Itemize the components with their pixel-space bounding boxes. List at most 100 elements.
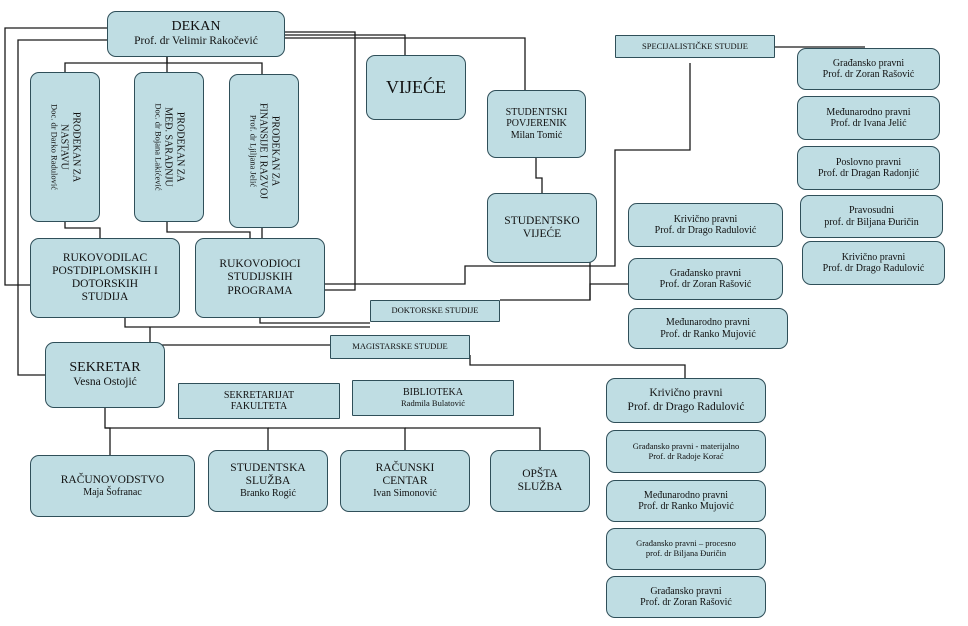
- connector-dekan-vijece: [285, 34, 406, 55]
- mag-item-5: Građansko pravni Prof. dr Zoran Rašović: [606, 576, 766, 618]
- studentska-line1: STUDENTSKA: [230, 462, 306, 475]
- vijece-title: VIJEĆE: [386, 77, 446, 98]
- rukovodilac-line4: STUDIJA: [81, 291, 129, 304]
- racunovodstvo-box: RAČUNOVODSTVO Maja Šofranac: [30, 455, 195, 517]
- sekretarijat-line1: SEKRETARIJAT: [223, 389, 295, 401]
- spec-item-1: Građansko pravni Prof. dr Zoran Rašović: [797, 48, 940, 90]
- dokt-item-3-title: Međunarodno pravni: [665, 317, 751, 328]
- dokt-item-2-name: Prof. dr Zoran Rašović: [659, 279, 752, 290]
- dekan-title: DEKAN: [171, 19, 221, 35]
- dokt-item-3-name: Prof. dr Ranko Mujović: [660, 328, 756, 340]
- spec-item-1-title: Građansko pravni: [832, 57, 905, 69]
- spec-item-5-title: Krivično pravni: [841, 251, 906, 263]
- specijalisticke-studije-label: SPECIJALISTIČKE STUDIJE: [615, 35, 775, 58]
- prodekan-nastava-box: PRODEKAN ZA NASTAVU Doc. dr Darko Radulo…: [30, 72, 100, 222]
- connector-dekan-povjerenik: [285, 37, 526, 90]
- mag-item-4: Građansko pravni – procesno prof. dr Bil…: [606, 528, 766, 570]
- povjerenik-title2: POVJERENIK: [506, 118, 567, 130]
- opsta-line2: SLUŽBA: [517, 481, 563, 493]
- opsta-sluzba-box: OPŠTA SLUŽBA: [490, 450, 590, 512]
- studentsko-vijece-line1: STUDENTSKO: [504, 214, 580, 227]
- spec-item-2: Međunarodno pravni Prof. dr Ivana Jelić: [797, 96, 940, 140]
- sekretarijat-line2: FAKULTETA: [230, 401, 288, 412]
- dekan-box: DEKAN Prof. dr Velimir Rakočević: [107, 11, 285, 57]
- magistarske-text: MAGISTARSKE STUDIJE: [352, 341, 448, 352]
- opsta-line1: OPŠTA: [522, 467, 558, 480]
- prodekan-finansije-title2: FINANSIJE I RAZVOJ: [257, 102, 269, 200]
- prodekan-saradnja-title1: PRODEKAN ZA: [174, 111, 186, 183]
- biblioteka-title: BIBLIOTEKA: [403, 387, 463, 399]
- prodekan-saradnja-box: PRODEKAN ZA MEĐ. SARADNJU Doc. dr Bojana…: [134, 72, 204, 222]
- sekretar-box: SEKRETAR Vesna Ostojić: [45, 342, 165, 408]
- mag-item-1: Krivično pravni Prof. dr Drago Radulović: [606, 378, 766, 423]
- spec-item-5-name: Prof. dr Drago Radulović: [822, 263, 925, 274]
- dokt-item-1-title: Krivično pravni: [673, 213, 738, 225]
- magistarske-studije-label: MAGISTARSKE STUDIJE: [330, 335, 470, 359]
- mag-item-2: Građansko pravni - materijalno Prof. dr …: [606, 430, 766, 473]
- prodekan-nastava-name: Doc. dr Darko Radulović: [49, 104, 60, 190]
- mag-item-4-name: prof. dr Biljana Đuričin: [645, 548, 727, 558]
- prodekan-finansije-name: Prof. dr Ljiljana Jelić: [248, 114, 259, 188]
- povjerenik-title1: STUDENTSKI: [505, 106, 568, 118]
- biblioteka-box: BIBLIOTEKA Radmila Bulatović: [352, 380, 514, 416]
- prodekan-saradnja-title2: MEĐ. SARADNJU: [162, 107, 174, 187]
- spec-item-3: Poslovno pravni Prof. dr Dragan Radonjić: [797, 146, 940, 190]
- rukovodilac-postdiplomskih-box: RUKOVODILAC POSTDIPLOMSKIH I DOTORSKIH S…: [30, 238, 180, 318]
- mag-item-2-title: Građansko pravni - materijalno: [632, 440, 740, 451]
- prodekan-nastava-title2: NASTAVU: [58, 124, 70, 170]
- spec-item-3-title: Poslovno pravni: [835, 156, 902, 168]
- studentska-name: Branko Rogić: [240, 488, 296, 500]
- spec-item-1-name: Prof. dr Zoran Rašović: [822, 69, 915, 80]
- spec-item-4: Pravosudni prof. dr Biljana Đuričin: [800, 195, 943, 238]
- dekan-name: Prof. dr Velimir Rakočević: [134, 35, 258, 48]
- studentska-sluzba-box: STUDENTSKA SLUŽBA Branko Rogić: [208, 450, 328, 512]
- mag-item-2-name: Prof. dr Radoje Korać: [648, 450, 724, 461]
- connector-prodekan-rukovodilac: [64, 222, 101, 238]
- studentska-line2: SLUŽBA: [245, 475, 291, 488]
- rukovodioci-line2: STUDIJSKIH: [227, 271, 293, 284]
- studentsko-vijece-box: STUDENTSKO VIJEĆE: [487, 193, 597, 263]
- mag-item-3: Međunarodno pravni Prof. dr Ranko Mujovi…: [606, 480, 766, 522]
- connector-sekretar-studentska: [105, 427, 269, 450]
- dokt-item-3: Međunarodno pravni Prof. dr Ranko Mujovi…: [628, 308, 788, 349]
- dokt-item-1: Krivično pravni Prof. dr Drago Radulović: [628, 203, 783, 247]
- rukovodilac-line1: RUKOVODILAC: [62, 251, 148, 264]
- spec-item-4-name: prof. dr Biljana Đuričin: [824, 216, 919, 228]
- spec-item-3-name: Prof. dr Dragan Radonjić: [817, 168, 920, 179]
- rukovodilac-line3: DOTORSKIH: [71, 278, 139, 290]
- prodekan-saradnja-name: Doc. dr Bojana Lakićević: [153, 103, 164, 191]
- prodekan-nastava-title1: PRODEKAN ZA: [70, 111, 82, 183]
- dokt-item-2: Građansko pravni Prof. dr Zoran Rašović: [628, 258, 783, 300]
- doktorske-text: DOKTORSKE STUDIJE: [391, 305, 479, 316]
- connector-rukovodilac-magistarske: [149, 327, 330, 346]
- mag-item-4-title: Građansko pravni – procesno: [636, 538, 736, 549]
- connector-dekan-rukovodilac-left: [4, 27, 107, 286]
- connector-sekretar-racunski: [268, 427, 406, 450]
- rukovodioci-programa-box: RUKOVODIOCI STUDIJSKIH PROGRAMA: [195, 238, 325, 318]
- povjerenik-name: Milan Tomić: [510, 129, 563, 141]
- connector-rukovodioci-doktorske: [259, 318, 370, 324]
- biblioteka-name: Radmila Bulatović: [401, 397, 465, 408]
- spec-item-2-title: Međunarodno pravni: [826, 106, 911, 118]
- connector-dekan-prodekan-nastava: [64, 57, 168, 72]
- dokt-item-1-name: Prof. dr Drago Radulović: [654, 225, 757, 236]
- connector-prodekan-rukovodioci: [166, 222, 251, 238]
- connector-doktorske-list: [500, 283, 628, 301]
- connector-dekan-rukovodioci-right: [285, 31, 356, 291]
- doktorske-studije-label: DOKTORSKE STUDIJE: [370, 300, 500, 322]
- rukovodilac-line2: POSTDIPLOMSKIH I: [52, 264, 158, 277]
- connector-dekan-prodekan-finansije: [167, 62, 263, 74]
- connector-dekan-sekretar: [17, 39, 107, 376]
- connector-magistarske-list: [469, 355, 686, 378]
- mag-item-5-title: Građansko pravni: [650, 585, 722, 597]
- studentski-povjerenik-box: STUDENTSKI POVJERENIK Milan Tomić: [487, 90, 586, 158]
- racunski-name: Ivan Simonović: [373, 488, 437, 500]
- prodekan-finansije-title1: PRODEKAN ZA: [269, 115, 281, 187]
- specijalisticke-text: SPECIJALISTIČKE STUDIJE: [641, 40, 749, 51]
- dokt-item-2-title: Građansko pravni: [669, 267, 742, 279]
- connector-sekretar-racunovodstvo: [104, 408, 111, 455]
- sekretarijat-box: SEKRETARIJAT FAKULTETA: [178, 383, 340, 419]
- connector-povjerenik-vijece: [535, 158, 543, 193]
- mag-item-5-name: Prof. dr Zoran Rašović: [640, 597, 732, 608]
